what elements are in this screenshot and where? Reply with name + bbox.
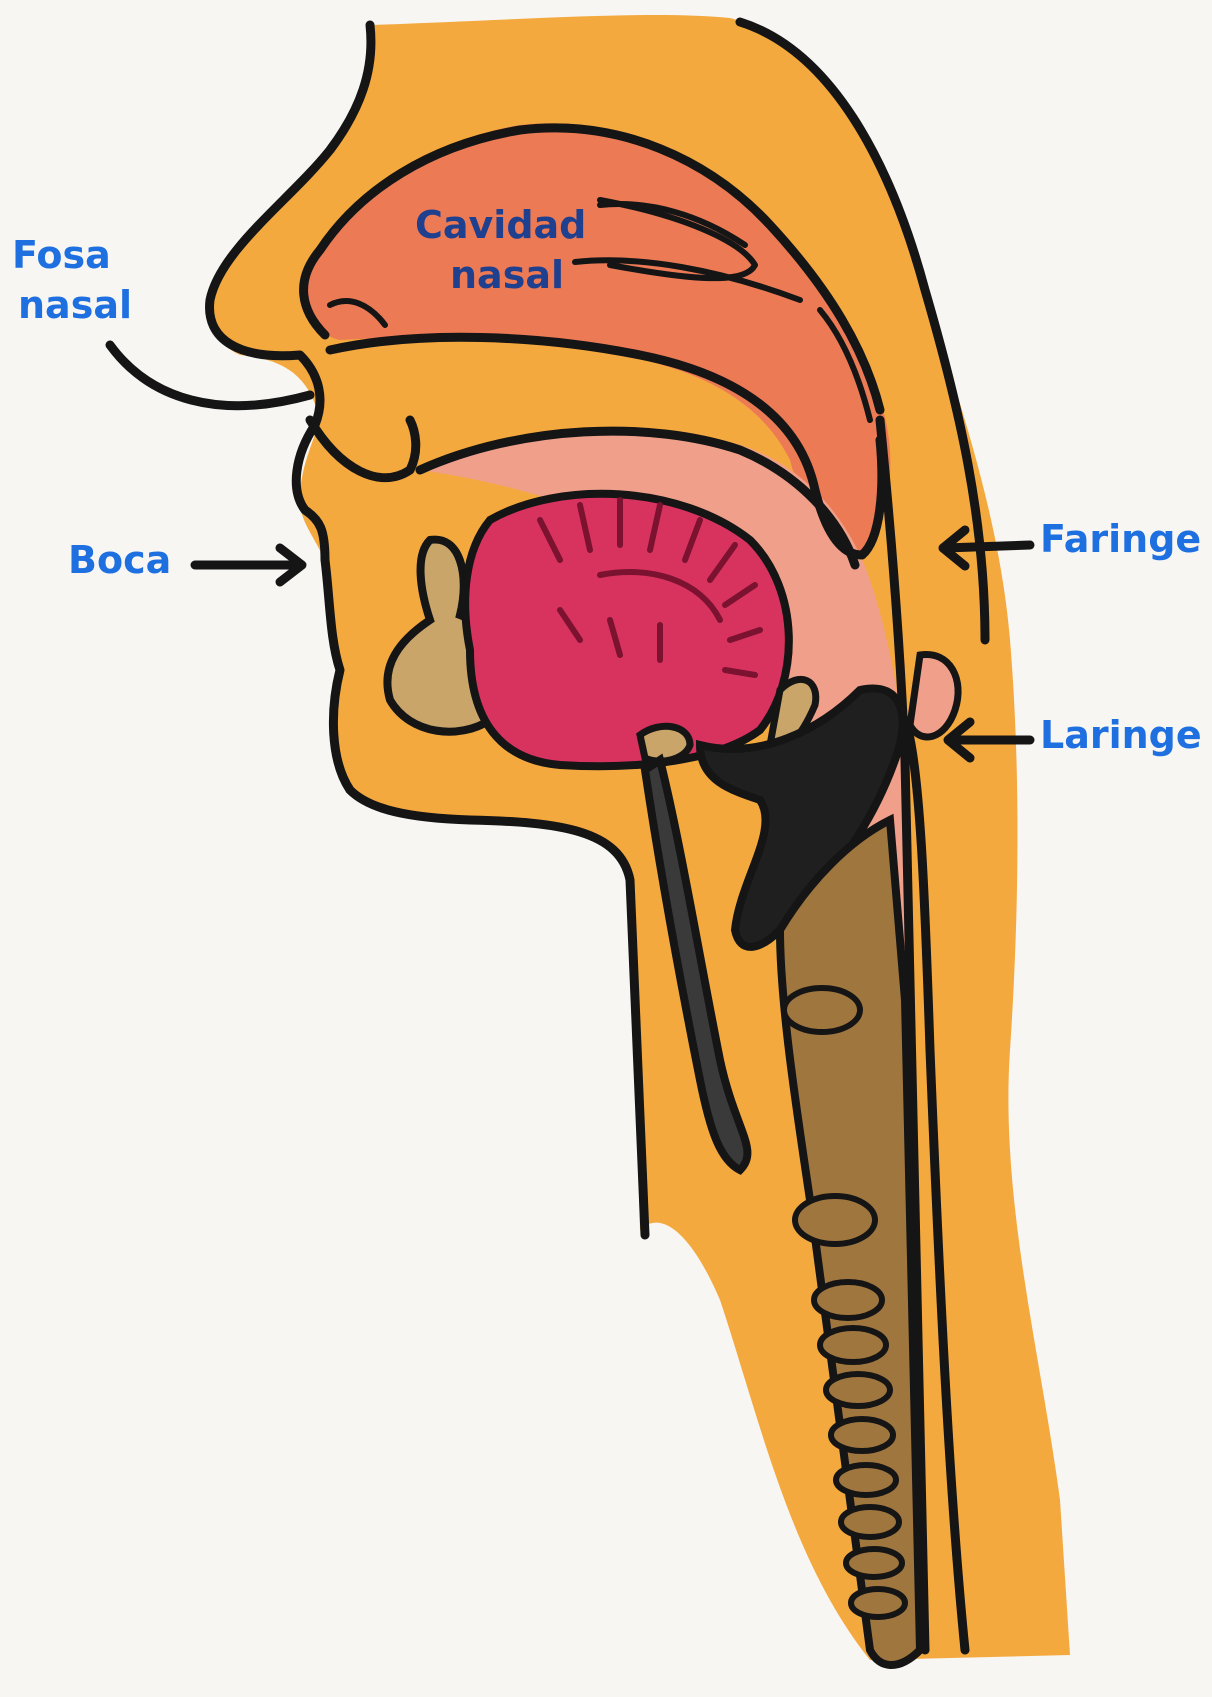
tongue bbox=[465, 494, 789, 766]
label-cavidad-nasal-line2: nasal bbox=[450, 253, 564, 297]
label-fosa-nasal-line2: nasal bbox=[18, 283, 132, 327]
hyoid-bone bbox=[640, 726, 690, 761]
label-boca: Boca bbox=[68, 538, 171, 582]
larynx-bump bbox=[910, 654, 958, 737]
label-fosa-nasal-line1: Fosa bbox=[12, 233, 111, 277]
label-laringe: Laringe bbox=[1040, 713, 1202, 757]
label-cavidad-nasal-line1: Cavidad bbox=[415, 203, 586, 247]
label-faringe: Faringe bbox=[1040, 517, 1201, 561]
